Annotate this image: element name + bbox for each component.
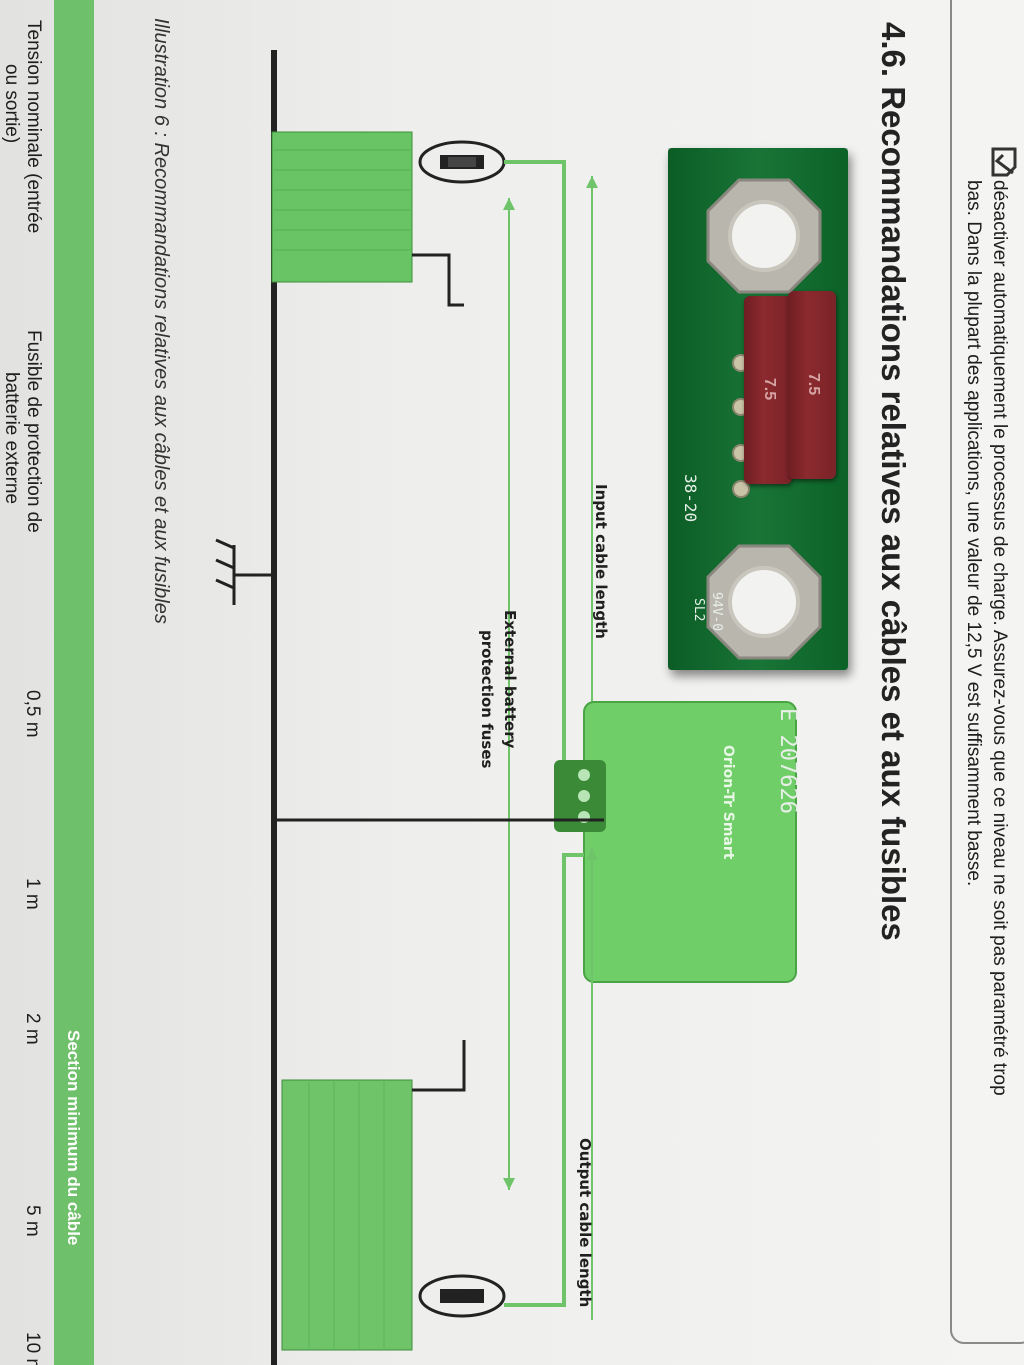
table-length-header: 1 m: [22, 878, 43, 910]
table-col-tension-line-1: Tension nominale (entrée: [23, 20, 44, 234]
mounting-hole-icon: [706, 178, 822, 294]
ground-icon: [215, 538, 274, 605]
output-battery: [281, 1079, 413, 1351]
note-icon: [991, 147, 1017, 177]
device-name: Orion-Tr Smart: [720, 745, 736, 860]
table-length-header: 0,5 m: [22, 690, 43, 738]
blade-fuse: 7.5: [788, 291, 836, 479]
solder-pad: [732, 480, 750, 498]
table-col-tension-line-2: ou sortie): [1, 64, 22, 144]
blade-fuse: 7.5: [744, 296, 792, 484]
pcb-rating-mark: 94V-0: [709, 592, 724, 632]
external-fuses-label-line-1: External battery: [501, 610, 519, 749]
table-length-header: 10 m: [22, 1332, 43, 1365]
mounting-hole-icon: [706, 544, 822, 660]
illustration-caption: Illustration 6 : Recommandations relativ…: [150, 18, 172, 624]
output-fuse-marker: [418, 1274, 506, 1318]
fuse-rating-label: 7.5: [805, 372, 823, 396]
table-length-header: 5 m: [22, 1205, 43, 1237]
table-col-fuse-line-1: Fusible de protection de: [23, 330, 44, 533]
pcb-marking: 38-20: [681, 474, 700, 523]
pcb-code: E 207626: [775, 708, 800, 814]
external-fuses-label-line-2: protection fuses: [478, 630, 496, 769]
pcb-sl-mark: SL2: [691, 598, 706, 622]
table-col-fuse-line-2: batterie externe: [1, 372, 22, 505]
output-cable-length-label: Output cable length: [576, 1138, 594, 1308]
input-cable-length-label: Input cable length: [592, 484, 610, 639]
fuse-holder-pcb: 7.5 7.5 E 207626 38-20 94V-0 SL2: [668, 148, 848, 814]
table-length-header: 2 m: [22, 1013, 43, 1045]
fuse-rating-label: 7.5: [761, 377, 779, 401]
table-header-section: Section minimum du câble: [64, 1030, 83, 1246]
orion-device: [583, 701, 797, 983]
input-battery: [271, 131, 413, 283]
